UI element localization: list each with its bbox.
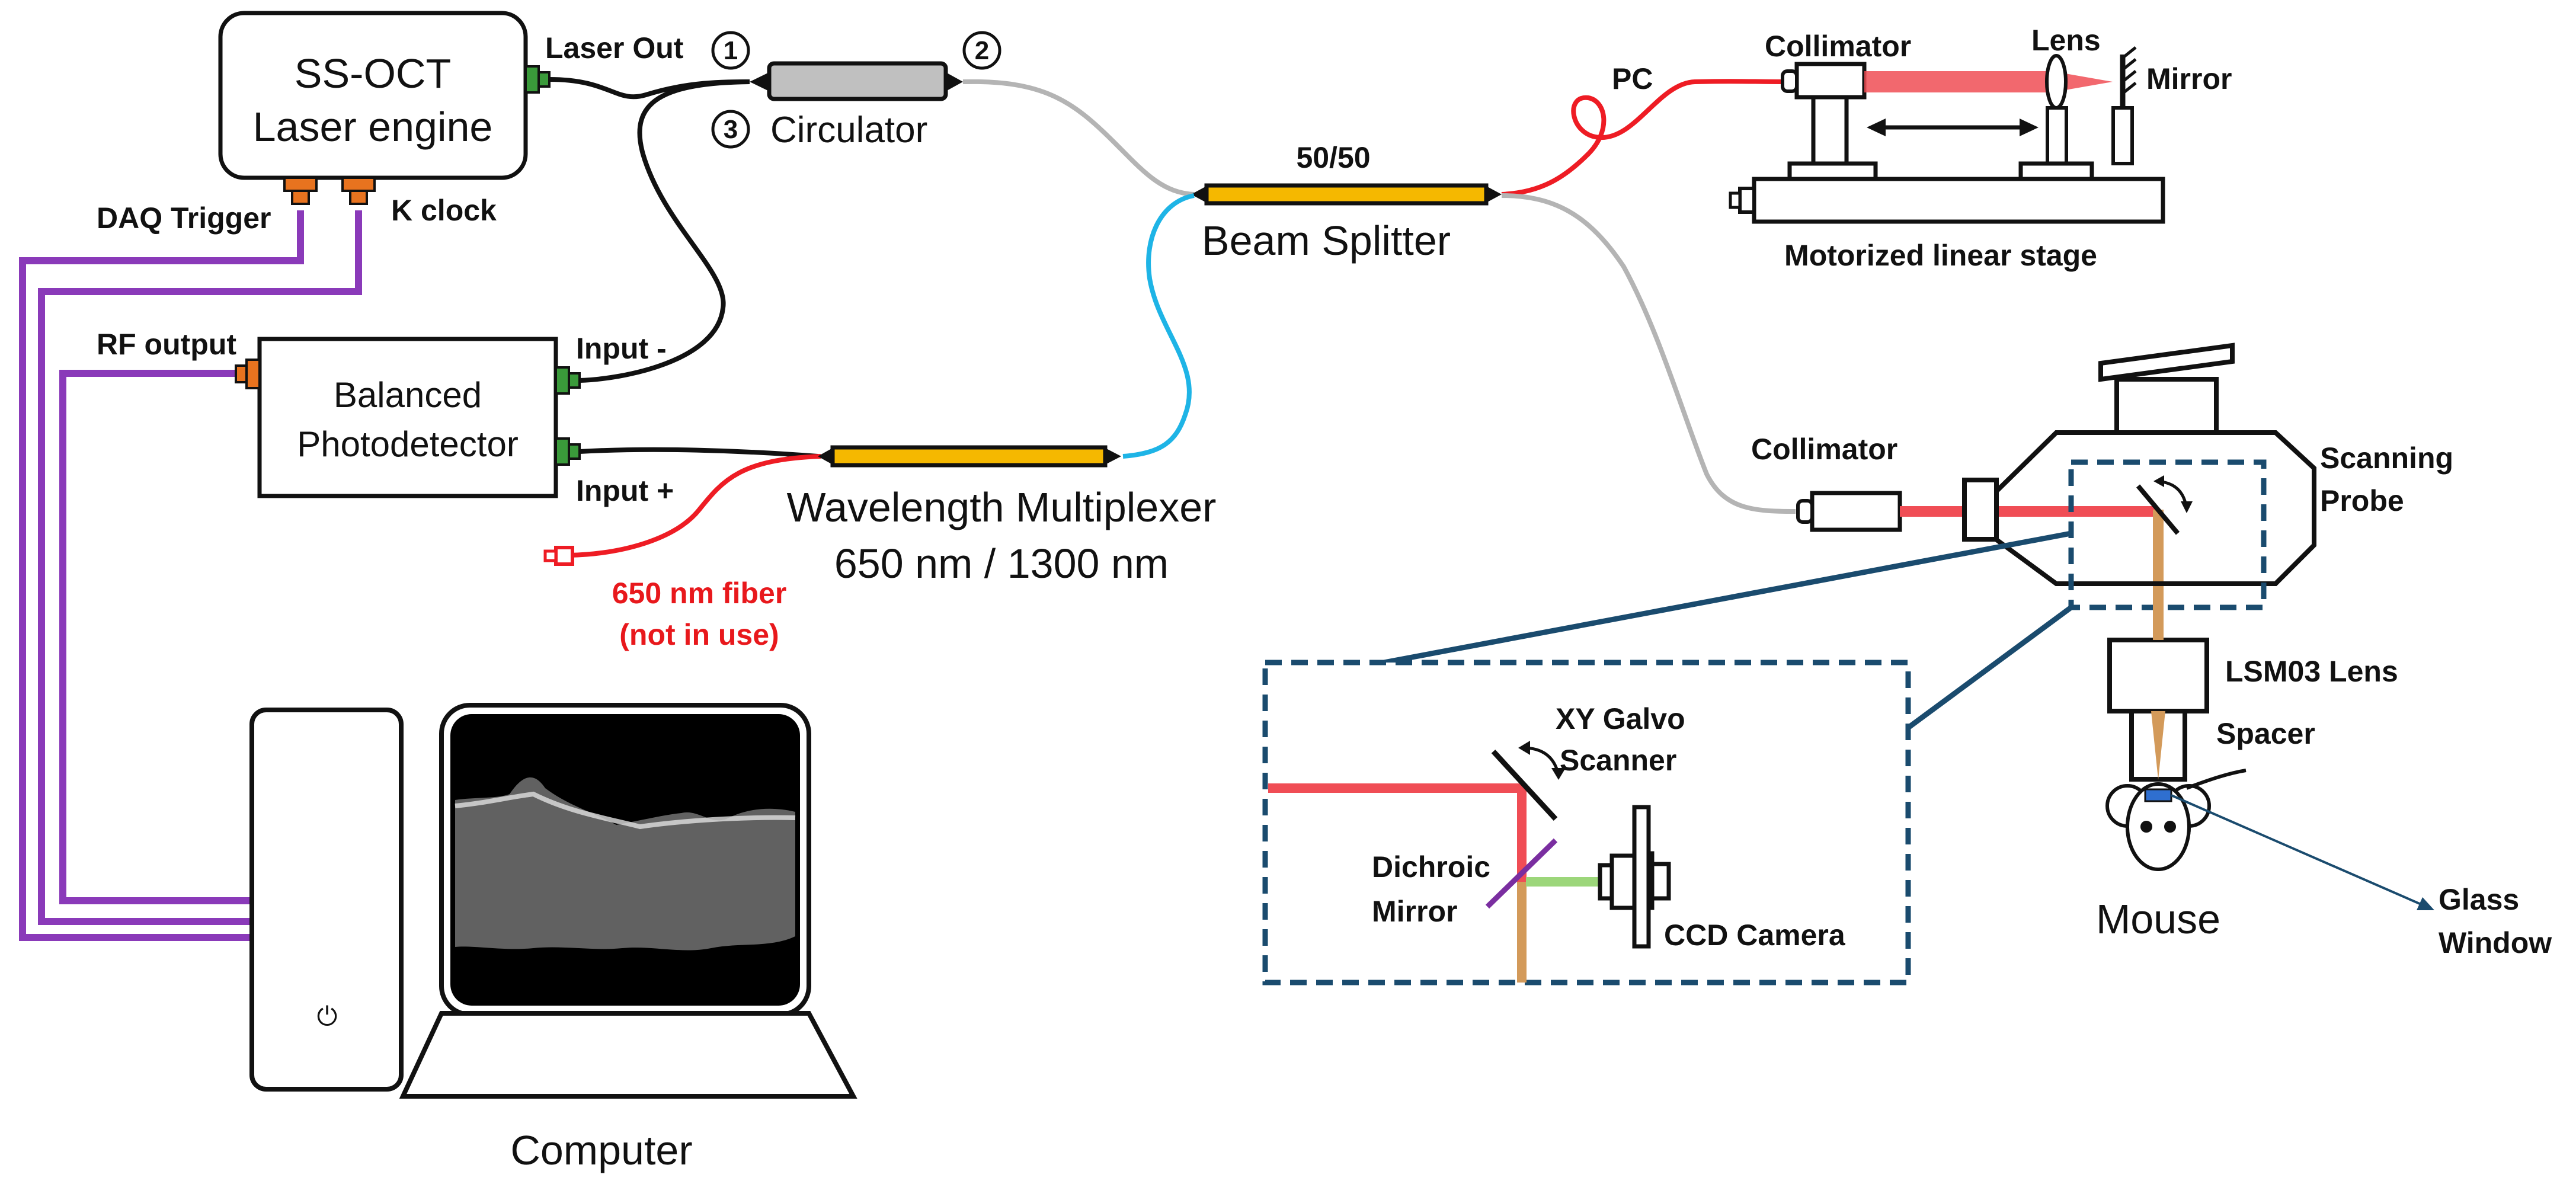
mirror-label: Mirror xyxy=(2146,62,2232,95)
glass-label-1: Glass xyxy=(2439,883,2519,916)
zoom-line-top xyxy=(1383,530,2072,665)
650nm-label-1: 650 nm fiber xyxy=(612,577,787,610)
scanning-label-1: Scanning xyxy=(2320,441,2453,475)
glass-window-arrowhead xyxy=(2417,897,2434,910)
reference-mirror xyxy=(2111,46,2137,165)
xy-galvo-label-2: Scanner xyxy=(1560,744,1676,777)
laser-out-label: Laser Out xyxy=(545,31,684,65)
fiber-circulator-port3-to-input-minus xyxy=(579,79,750,383)
xy-galvo-label-1: XY Galvo xyxy=(1556,702,1685,735)
reference-beam xyxy=(1864,71,2113,92)
computer-tower: ⏻ xyxy=(249,708,404,1092)
laser-out-connector xyxy=(524,65,540,94)
daq-trigger-connector xyxy=(283,177,318,192)
mouse-icon xyxy=(2105,769,2247,871)
purple-cables xyxy=(19,210,362,941)
collimator-sample-label: Collimator xyxy=(1751,433,1897,466)
inset-galvo-mirror xyxy=(1491,749,1558,821)
fiber-sample-arm xyxy=(1501,193,1796,514)
wavelength-multiplexer xyxy=(818,445,1121,468)
probe-galvo-mirror xyxy=(2136,484,2180,535)
port-2-badge: 2 xyxy=(962,31,1001,70)
galvo-inset-box xyxy=(1262,660,1911,985)
beam-splitter xyxy=(1191,183,1502,206)
power-icon: ⏻ xyxy=(317,1002,338,1031)
port-3-badge: 3 xyxy=(711,110,750,149)
balanced-label-2: Photodetector xyxy=(297,424,519,464)
computer-monitor xyxy=(399,703,857,1099)
reference-collimator xyxy=(1781,62,1878,181)
laser-engine-label-2: Laser engine xyxy=(253,104,493,150)
input-minus-connector xyxy=(555,366,570,395)
fiber-wdm-to-input-plus xyxy=(579,447,818,459)
input-minus-label: Input - xyxy=(576,332,667,365)
mouse-label: Mouse xyxy=(2096,896,2220,942)
rf-output-label: RF output xyxy=(97,328,236,361)
k-clock-connector xyxy=(341,177,376,192)
reference-lens xyxy=(2018,54,2094,181)
rf-output-connector xyxy=(245,359,261,389)
fiber-650nm xyxy=(568,454,821,558)
svg-text:2: 2 xyxy=(975,36,989,65)
scanning-probe xyxy=(1962,343,2316,586)
balanced-label-1: Balanced xyxy=(334,375,482,415)
port-1-badge: 1 xyxy=(711,31,750,70)
dichroic-label-2: Mirror xyxy=(1372,895,1457,928)
circulator-label: Circulator xyxy=(770,110,927,151)
svg-text:3: 3 xyxy=(724,115,738,144)
ccd-sensor-plate xyxy=(1632,805,1651,949)
motorized-stage xyxy=(1729,177,2165,224)
daq-trigger-cable xyxy=(19,210,304,941)
inset-dichroic-mirror xyxy=(1485,838,1558,909)
glass-window xyxy=(2144,788,2172,802)
black-fibers xyxy=(549,77,818,459)
ccd-label: CCD Camera xyxy=(1664,919,1846,952)
rf-output-cable xyxy=(59,370,252,904)
glass-label-2: Window xyxy=(2439,926,2552,959)
laser-engine: SS-OCT Laser engine xyxy=(218,11,551,205)
650nm-connector xyxy=(554,546,574,566)
650nm-label-2: (not in use) xyxy=(619,618,779,651)
fiber-splitter-to-wdm xyxy=(1122,193,1195,459)
sample-collimator xyxy=(1796,491,1902,532)
pc-label: PC xyxy=(1612,62,1653,95)
zoom-line-bottom xyxy=(1906,605,2073,730)
k-clock-cable xyxy=(38,210,362,925)
stage-label: Motorized linear stage xyxy=(1784,239,2097,272)
svg-text:1: 1 xyxy=(724,36,738,65)
beam-splitter-label: Beam Splitter xyxy=(1202,217,1451,264)
wdm-label-2: 650 nm / 1300 nm xyxy=(834,540,1169,587)
dichroic-label-1: Dichroic xyxy=(1372,850,1490,884)
lsm03-label: LSM03 Lens xyxy=(2225,655,2398,688)
daq-trigger-label: DAQ Trigger xyxy=(97,201,271,235)
collimator-ref-label: Collimator xyxy=(1765,30,1911,63)
circulator xyxy=(750,61,963,101)
lens-label: Lens xyxy=(2031,24,2101,57)
fiber-circulator-to-splitter xyxy=(962,79,1195,197)
ratio-label: 50/50 xyxy=(1296,141,1370,174)
fiber-reference-arm xyxy=(1501,79,1783,197)
wdm-label-1: Wavelength Multiplexer xyxy=(787,484,1217,530)
focus-beam xyxy=(2151,711,2165,780)
input-plus-label: Input + xyxy=(576,474,674,507)
spacer-label: Spacer xyxy=(2216,717,2315,750)
k-clock-label: K clock xyxy=(391,194,497,227)
computer-label: Computer xyxy=(510,1127,692,1173)
scanning-label-2: Probe xyxy=(2320,484,2404,517)
balanced-photodetector: Balanced Photodetector xyxy=(235,337,581,498)
input-plus-connector xyxy=(555,437,570,466)
laser-engine-label-1: SS-OCT xyxy=(295,50,451,97)
